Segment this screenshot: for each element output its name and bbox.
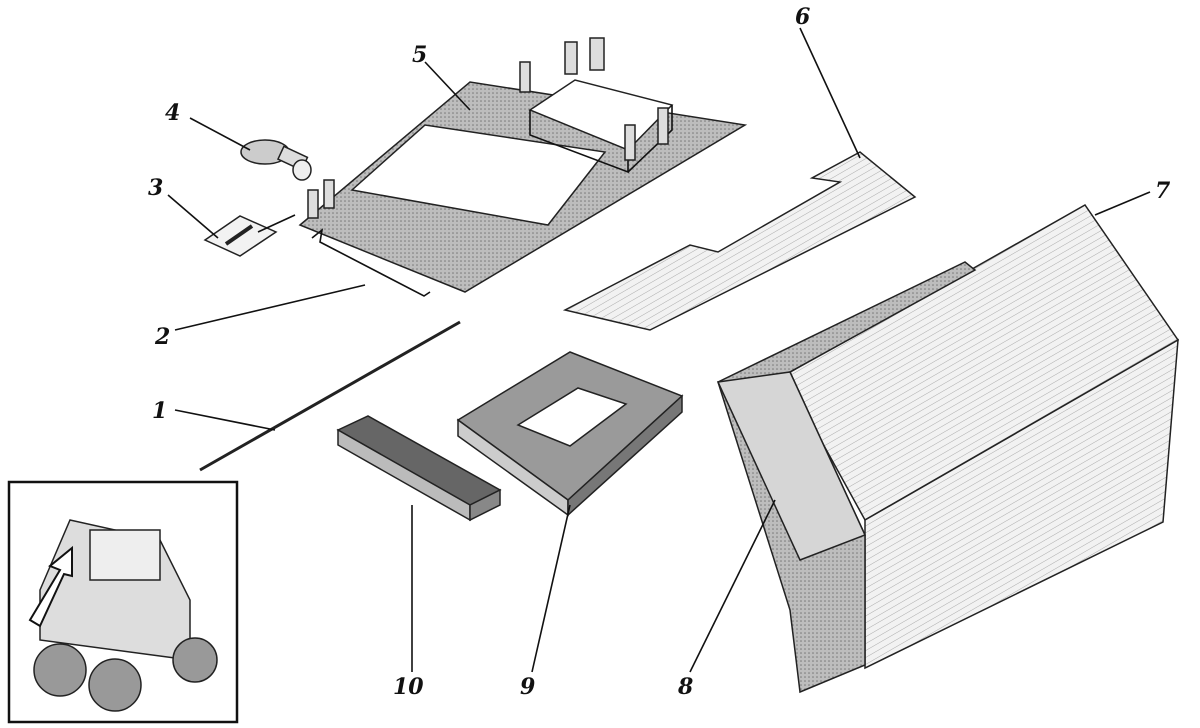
callout-6: 6 bbox=[795, 4, 810, 30]
leader-lines bbox=[167, 27, 1151, 673]
part-1-rod bbox=[199, 320, 461, 472]
part-10-bar bbox=[336, 415, 502, 522]
callout-4: 4 bbox=[165, 100, 180, 126]
callout-10: 10 bbox=[393, 674, 424, 700]
callout-2: 2 bbox=[154, 324, 170, 350]
callout-3: 3 bbox=[148, 175, 163, 201]
inset-machine-view bbox=[7, 480, 239, 724]
part-4-knob bbox=[240, 139, 312, 181]
part-8-side-panel bbox=[716, 261, 977, 694]
callout-8: 8 bbox=[677, 674, 693, 700]
part-2-rod bbox=[311, 228, 431, 297]
part-5-floor-plate bbox=[298, 37, 748, 293]
callout-1: 1 bbox=[152, 398, 167, 424]
callout-7: 7 bbox=[1155, 178, 1171, 204]
part-3-bracket bbox=[203, 215, 278, 257]
part-6-mat bbox=[562, 151, 917, 331]
callout-9: 9 bbox=[520, 674, 535, 700]
part-9-frame bbox=[456, 351, 684, 517]
callout-5: 5 bbox=[412, 42, 427, 68]
